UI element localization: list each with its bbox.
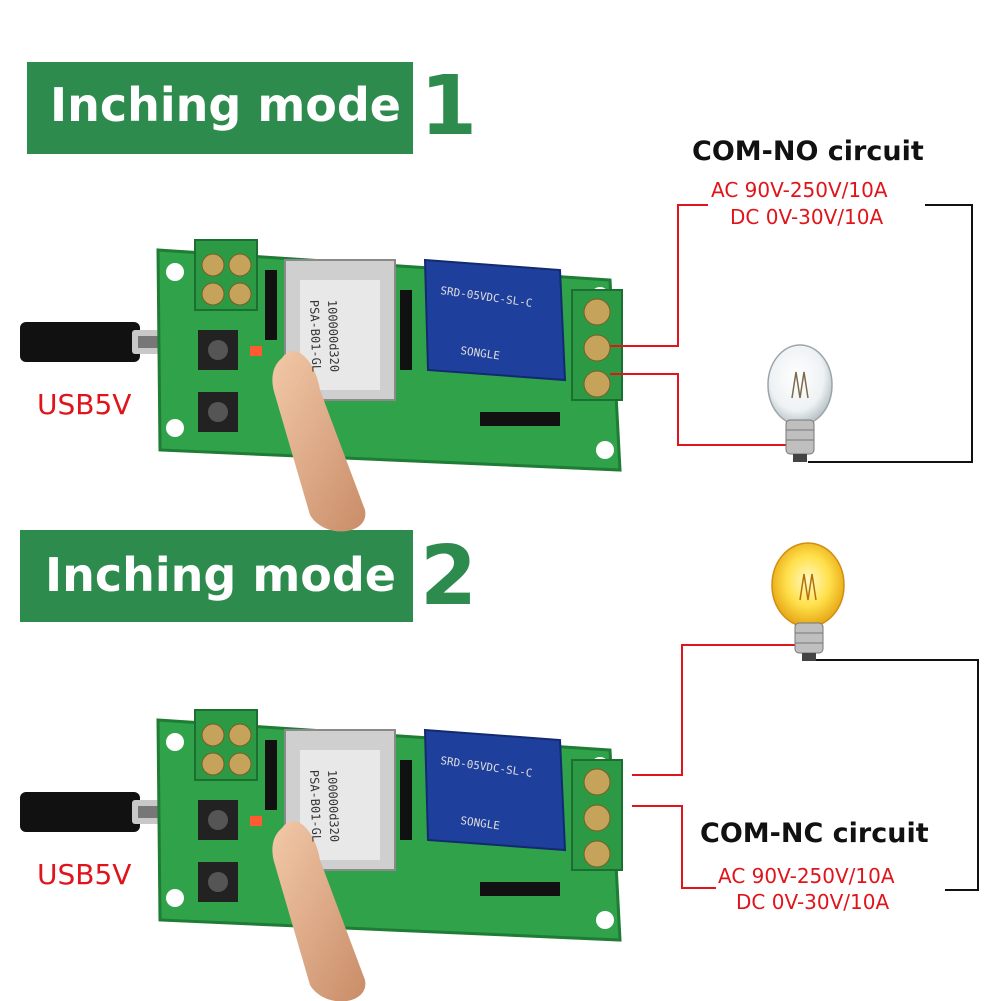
mode-label-1: Inching mode bbox=[50, 78, 401, 132]
spec-ac-1: AC 90V-250V/10A bbox=[711, 178, 888, 202]
spec-dc-1: DC 0V-30V/10A bbox=[730, 205, 884, 229]
relay-brand-1: SONGLE bbox=[460, 344, 501, 362]
spec-dc-2: DC 0V-30V/10A bbox=[736, 890, 890, 914]
module-label-1: PSA-B01-GL bbox=[307, 300, 324, 373]
usb-label-2: USB5V bbox=[37, 858, 132, 891]
circuit-wires-1 bbox=[610, 204, 973, 463]
circuit-title-1: COM-NO circuit bbox=[692, 136, 924, 167]
lightbulb-off-icon bbox=[767, 344, 833, 462]
spec-ac-2: AC 90V-250V/10A bbox=[718, 864, 895, 888]
circuit-title-2: COM-NC circuit bbox=[700, 818, 929, 849]
mode-number-2: 2 bbox=[420, 529, 478, 624]
circuit-wires-2 bbox=[632, 644, 979, 891]
mode-number-1: 1 bbox=[420, 59, 478, 154]
relay-brand-2: SONGLE bbox=[460, 814, 501, 832]
module-id-1: 100000d320 bbox=[325, 300, 342, 373]
module-id-2: 100000d320 bbox=[325, 770, 342, 843]
mode-label-2: Inching mode bbox=[45, 548, 396, 602]
usb-label-1: USB5V bbox=[37, 388, 132, 421]
mode-banner-2 bbox=[20, 530, 413, 622]
lightbulb-on-icon bbox=[771, 542, 845, 661]
mode-banner-1 bbox=[27, 62, 413, 154]
module-label-2: PSA-B01-GL bbox=[307, 770, 324, 843]
